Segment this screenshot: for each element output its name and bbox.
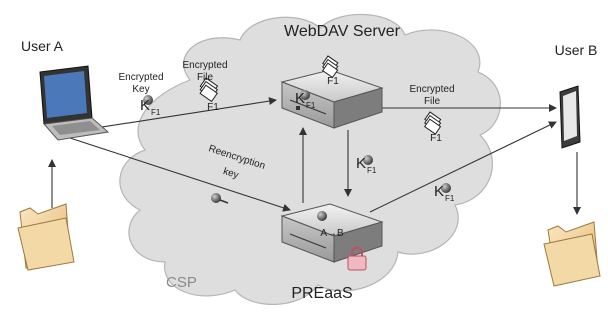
encrypted-file-b-label-line1: Encrypted [409, 84, 454, 95]
user-b-label: User B [555, 42, 598, 58]
reencrypt-op-label: A→B [320, 228, 344, 239]
svg-text:K: K [434, 183, 444, 200]
file-f1-label-a: F1 [207, 102, 219, 113]
key-kf1-near-usera: K F1 [140, 97, 161, 117]
preaas-server-icon [280, 203, 384, 263]
reencryption-key-icon [211, 193, 229, 204]
svg-text:K: K [356, 155, 366, 172]
reencryption-key-label-line2: key [222, 166, 240, 181]
csp-cloud [119, 13, 501, 306]
flow-arrows [48, 97, 581, 215]
folder-icon-user-a [17, 203, 75, 271]
key-kf1-on-webdav: K F1 [295, 90, 316, 110]
arrow-preaas-to-userb [369, 121, 557, 213]
webdav-server-icon [280, 69, 384, 129]
svg-text:F1: F1 [306, 101, 316, 110]
file-stack-icon [199, 55, 442, 135]
file-f1-label-webdav: F1 [327, 76, 339, 87]
tablet-icon [559, 85, 581, 149]
preaas-label: PREaaS [291, 285, 352, 302]
encrypted-file-a-label-line1: Encrypted [182, 60, 227, 71]
user-a-label: User A [21, 38, 64, 54]
webdav-server-label: WebDAV Server [284, 23, 401, 40]
arrow-usera-to-preaas [69, 137, 291, 212]
svg-text:F1: F1 [445, 194, 455, 203]
laptop-icon [39, 65, 110, 141]
lock-icon [347, 246, 367, 271]
svg-text:K: K [295, 90, 305, 107]
encrypted-file-a-label-line2: File [197, 72, 214, 83]
arrow-usera-to-webdav [69, 97, 277, 133]
svg-text:K: K [140, 97, 150, 114]
encrypted-file-b-label-line2: File [424, 96, 441, 107]
key-ball-icons [143, 90, 451, 221]
encrypted-key-label-line2: Key [132, 84, 149, 95]
key-kf1-to-userb: K F1 [434, 183, 455, 203]
file-f1-label-b: F1 [430, 133, 442, 144]
folder-icon-user-b [543, 221, 601, 287]
encrypted-key-label-line1: Encrypted [118, 72, 163, 83]
key-kf1-between-servers: K F1 [356, 155, 377, 175]
svg-text:F1: F1 [367, 166, 377, 175]
svg-text:F1: F1 [151, 108, 161, 117]
csp-label: CSP [166, 274, 197, 291]
